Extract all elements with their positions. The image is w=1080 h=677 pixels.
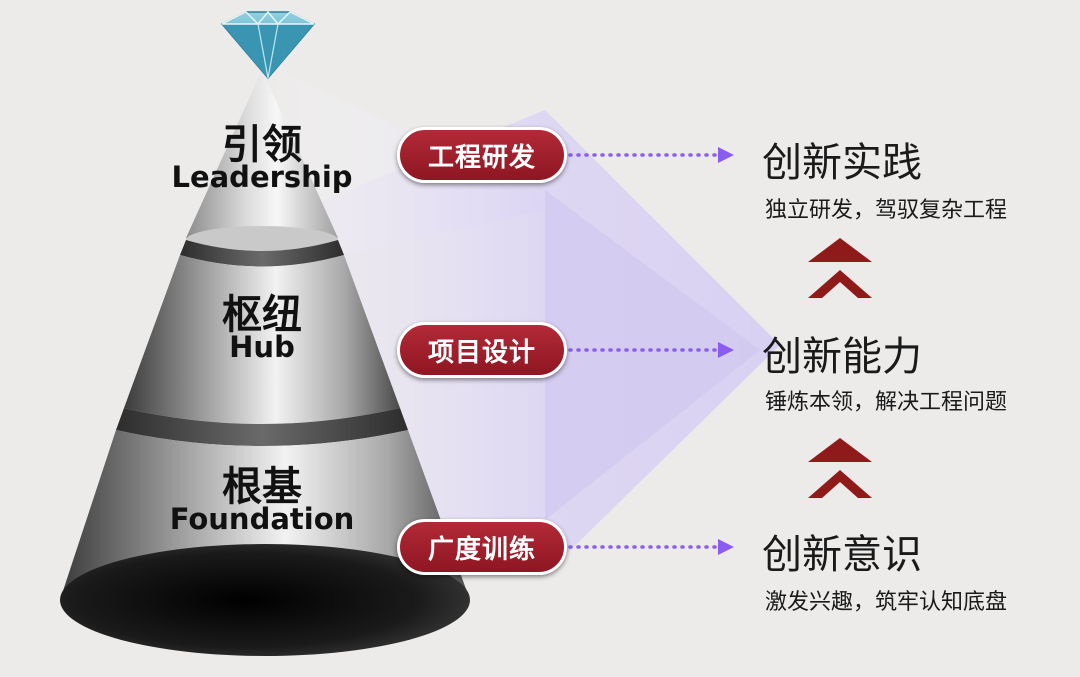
double-chevron-up-icon xyxy=(808,238,872,298)
level-hub-cn: 枢纽 xyxy=(222,292,302,338)
pill-breadth-training-label: 广度训练 xyxy=(427,534,536,565)
outcome-ability-subtitle: 锤炼本领，解决工程问题 xyxy=(765,390,1008,415)
cone-level-hub xyxy=(124,255,400,424)
outcome-practice-title: 创新实践 xyxy=(762,140,922,186)
level-leadership-cn: 引领 xyxy=(222,122,302,168)
pill-engineering-rd-label: 工程研发 xyxy=(427,142,536,173)
pill-breadth-training: 广度训练 xyxy=(397,519,567,575)
cone-level-foundation xyxy=(60,430,470,656)
cone-band-lower xyxy=(116,408,408,446)
level-leadership-en: Leadership xyxy=(171,160,353,194)
pill-engineering-rd: 工程研发 xyxy=(397,127,567,183)
pill-project-design: 项目设计 xyxy=(397,322,567,378)
outcome-ability-title: 创新能力 xyxy=(762,334,922,380)
light-beam-center xyxy=(545,190,760,520)
level-hub-en: Hub xyxy=(229,330,295,364)
arrow-design-to-ability xyxy=(568,342,734,358)
level-foundation-cn: 根基 xyxy=(222,464,302,510)
outcome-awareness-subtitle: 激发兴趣，筑牢认知底盘 xyxy=(765,590,1008,615)
arrow-training-to-awareness xyxy=(568,539,734,555)
cone-band-upper xyxy=(180,240,344,267)
double-chevron-up-icon xyxy=(808,438,872,498)
pill-project-design-label: 项目设计 xyxy=(427,337,536,368)
outcome-awareness-title: 创新意识 xyxy=(762,532,922,578)
level-foundation-en: Foundation xyxy=(169,502,355,536)
outcome-practice-subtitle: 独立研发，驾驭复杂工程 xyxy=(765,198,1008,223)
cone-level-leadership xyxy=(186,70,338,254)
diamond-icon xyxy=(220,10,316,80)
arrow-engineering-to-practice xyxy=(568,147,734,163)
